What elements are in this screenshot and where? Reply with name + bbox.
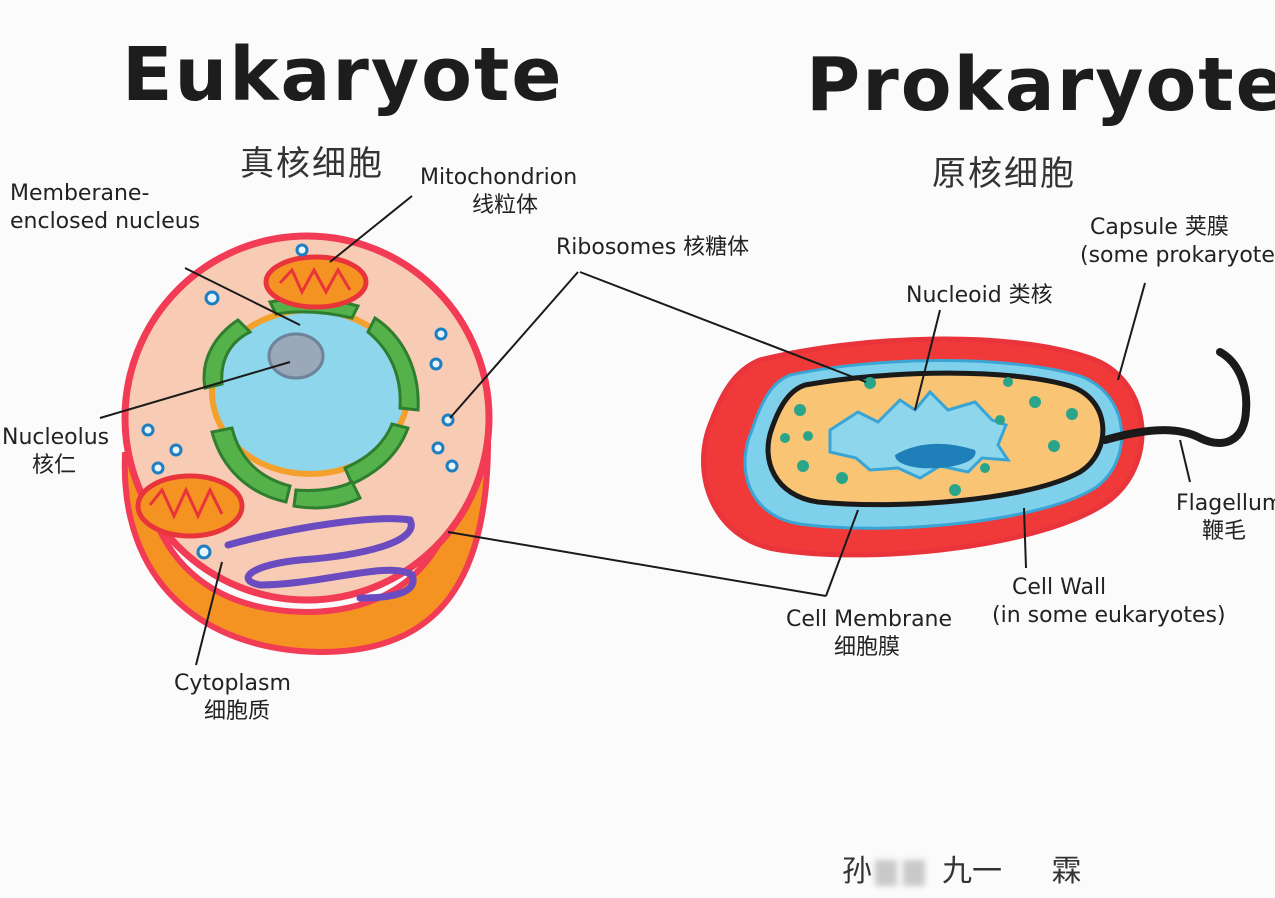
leader-cytoplasm [195, 561, 223, 666]
label-mitochondrion-en: Mitochondrion [420, 165, 578, 190]
label-nucleus-line2: enclosed nucleus [10, 209, 201, 234]
leader-mitochondrion [329, 195, 413, 263]
eukaryote-mitochondrion-bottom [135, 473, 245, 539]
label-cell-membrane: Cell Membrane 细胞膜 [786, 606, 952, 662]
label-nucleolus-en: Nucleolus [2, 425, 110, 450]
prokaryote-title: Prokaryote [806, 42, 1275, 128]
signature-redacted-2 [903, 859, 925, 886]
signature-redacted [875, 859, 897, 886]
label-flagellum-en: Flagellum [1176, 491, 1275, 516]
signature-end: 九一 [942, 854, 1002, 889]
leader-nucleus [184, 267, 301, 326]
prokaryote-subtitle: 原核细胞 [932, 154, 1076, 194]
label-cytoplasm: Cytoplasm 细胞质 [174, 670, 291, 726]
label-cytoplasm-en: Cytoplasm [174, 671, 291, 696]
prokaryote-ribosomes [780, 377, 1078, 496]
eukaryote-mitochondrion-top [263, 254, 369, 310]
label-nucleolus: Nucleolus 核仁 [2, 424, 109, 480]
eukaryote-cell [121, 232, 493, 656]
prokaryote-flagellum [1101, 348, 1251, 447]
label-flagellum-cn: 鞭毛 [1202, 519, 1247, 544]
label-mitochondrion: Mitochondrion 线粒体 [420, 164, 577, 220]
label-cell-wall: Cell Wall (in some eukaryotes) [992, 574, 1226, 630]
label-nucleus-line1: Memberane- [10, 181, 150, 206]
label-nucleus: Memberane- enclosed nucleus [10, 180, 200, 236]
eukaryote-golgi [224, 515, 417, 602]
label-flagellum: Flagellum 鞭毛 [1176, 490, 1275, 546]
leader-ribosomes-prok [579, 271, 867, 383]
label-cell-wall-en: Cell Wall [1012, 575, 1107, 600]
prokaryote-nucleoid-core [895, 443, 976, 469]
leader-capsule [1117, 282, 1146, 381]
leader-nucleoid [914, 309, 941, 411]
label-cell-membrane-cn: 细胞膜 [834, 635, 901, 660]
label-nucleolus-cn: 核仁 [32, 453, 77, 478]
label-ribosomes: Ribosomes 核糖体 [556, 235, 750, 260]
eukaryote-nucleolus [267, 332, 325, 380]
label-nucleoid: Nucleoid 类核 [906, 283, 1053, 308]
signature-start: 孙 [842, 854, 872, 889]
label-cell-wall-note: (in some eukaryotes) [992, 603, 1226, 628]
label-cell-membrane-en: Cell Membrane [786, 607, 953, 632]
label-capsule-note: (some prokaryotes) [1080, 243, 1275, 268]
prokaryote-cell [701, 336, 1251, 558]
leader-nucleolus [99, 361, 291, 419]
label-capsule-en: Capsule 荚膜 [1090, 215, 1229, 240]
eukaryote-title: Eukaryote [122, 32, 564, 118]
leader-membrane-euk [447, 531, 827, 597]
label-cytoplasm-cn: 细胞质 [204, 699, 271, 724]
signature-mark: 霖 [1051, 854, 1082, 889]
label-mitochondrion-cn: 线粒体 [472, 193, 539, 218]
leader-membrane-prok [825, 509, 859, 597]
leader-cell-wall [1023, 507, 1027, 569]
signature: 孙 九一 霖 [842, 846, 1082, 890]
label-capsule: Capsule 荚膜 (some prokaryotes) [1080, 214, 1275, 270]
leader-flagellum [1179, 439, 1191, 483]
leader-ribosomes-euk [449, 271, 579, 419]
eukaryote-subtitle: 真核细胞 [240, 144, 384, 184]
eukaryote-ribosomes [141, 243, 459, 560]
leader-lines [99, 195, 1191, 666]
